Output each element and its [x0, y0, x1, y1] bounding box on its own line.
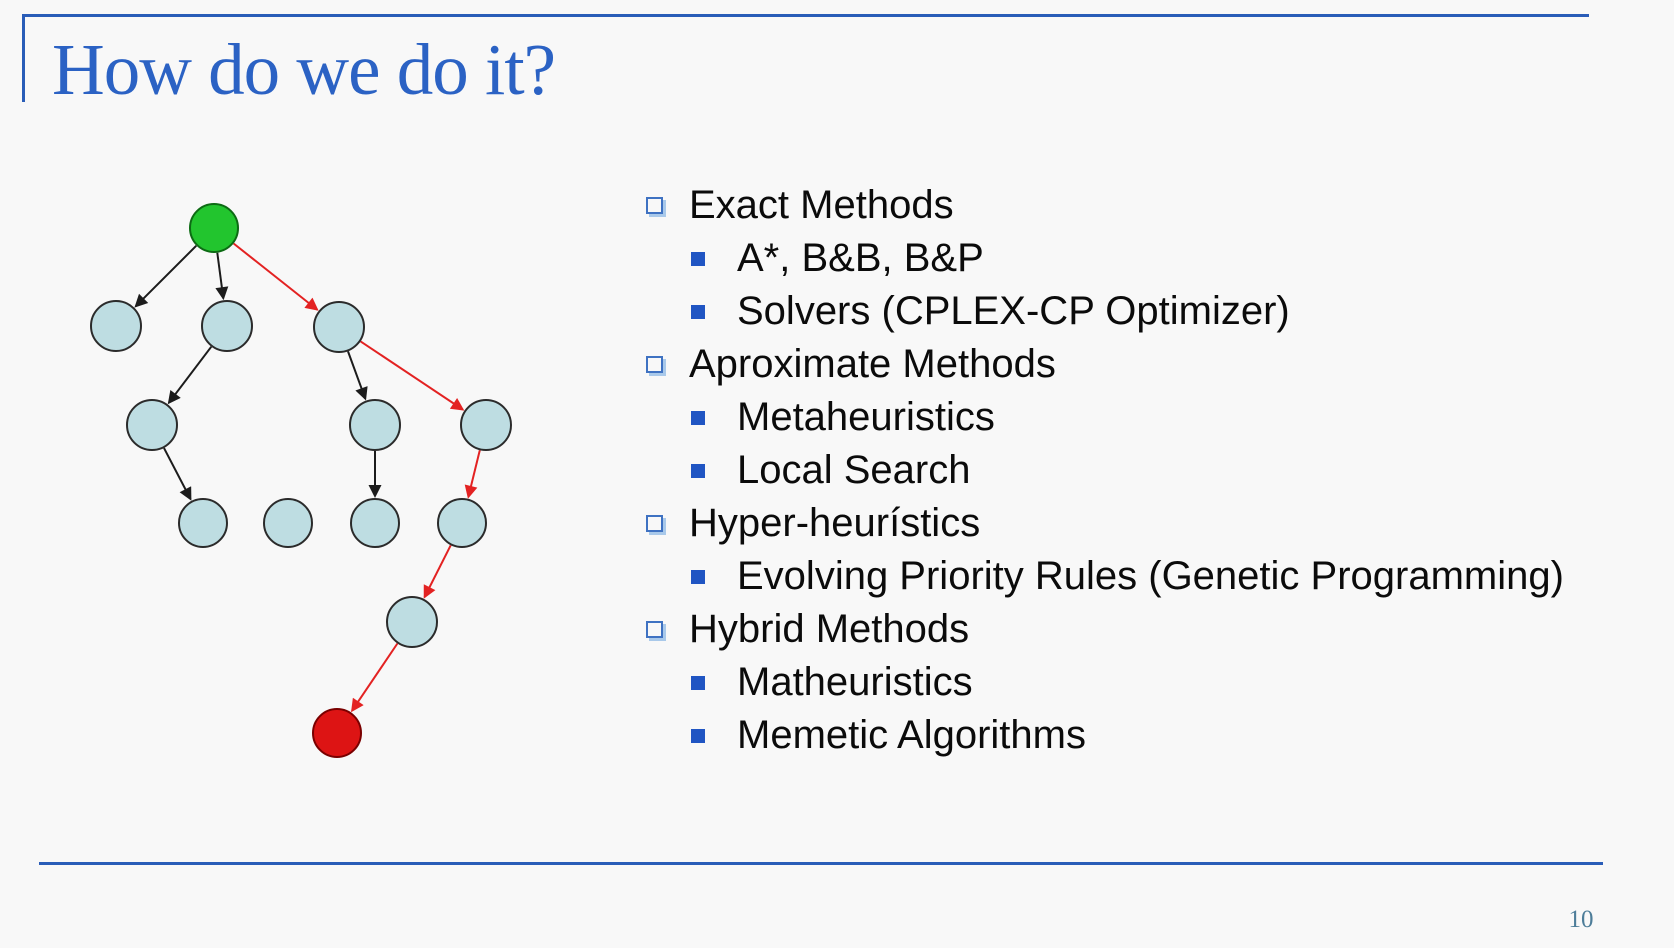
list-item-sub: A*, B&B, B&P	[640, 232, 1670, 285]
hollow-square-bullet-icon	[646, 197, 663, 214]
tree-node-open	[386, 596, 438, 648]
square-bullet-icon	[691, 251, 705, 266]
tree-edge-black	[163, 447, 192, 501]
list-item-label: Solvers (CPLEX-CP Optimizer)	[737, 289, 1290, 333]
list-item-label: Metaheuristics	[737, 395, 995, 439]
tree-node-open	[201, 300, 253, 352]
title-left-rule	[22, 14, 25, 102]
list-item-main: Hyper-heurístics	[640, 497, 1670, 550]
list-item-label: Memetic Algorithms	[737, 713, 1086, 757]
tree-node-start	[189, 203, 239, 253]
square-bullet-icon	[691, 569, 705, 584]
list-item-label: Exact Methods	[689, 183, 954, 227]
square-bullet-icon	[691, 463, 705, 478]
tree-node-open	[263, 498, 313, 548]
tree-edge-red	[464, 450, 481, 499]
list-item-label: Evolving Priority Rules (Genetic Program…	[737, 554, 1564, 598]
list-item-main: Hybrid Methods	[640, 603, 1670, 656]
list-item-main: Aproximate Methods	[640, 338, 1670, 391]
tree-nodes	[90, 203, 512, 758]
tree-edges	[134, 242, 481, 713]
footer-rule	[39, 862, 1603, 865]
hollow-square-bullet-icon	[646, 356, 663, 373]
tree-node-open	[178, 498, 228, 548]
tree-node-open	[90, 300, 142, 352]
square-bullet-icon	[691, 728, 705, 743]
tree-node-open	[350, 498, 400, 548]
hollow-square-bullet-icon	[646, 515, 663, 532]
tree-node-open	[313, 301, 365, 353]
list-item-label: Aproximate Methods	[689, 342, 1056, 386]
tree-edge-red	[232, 242, 319, 311]
list-item-label: Hybrid Methods	[689, 607, 970, 651]
tree-node-goal	[312, 708, 362, 758]
tree-edge-red	[423, 544, 452, 599]
list-item-sub: Memetic Algorithms	[640, 709, 1670, 762]
page-title: How do we do it?	[52, 29, 556, 110]
title-top-rule	[22, 14, 1589, 17]
square-bullet-icon	[691, 304, 705, 319]
square-bullet-icon	[691, 675, 705, 690]
tree-edge-black	[167, 346, 213, 405]
tree-node-open	[126, 399, 178, 451]
list-item-label: Matheuristics	[737, 660, 973, 704]
page-number: 10	[1568, 906, 1594, 933]
list-item-sub: Evolving Priority Rules (Genetic Program…	[640, 550, 1670, 603]
list-item-sub: Metaheuristics	[640, 391, 1670, 444]
list-item-label: Local Search	[737, 448, 971, 492]
tree-node-open	[349, 399, 401, 451]
list-item-label: Hyper-heurístics	[689, 501, 981, 545]
tree-edge-red	[360, 340, 465, 411]
tree-edge-black	[347, 351, 368, 401]
list-item-main: Exact Methods	[640, 179, 1670, 232]
tree-node-open	[460, 399, 512, 451]
list-item-sub: Matheuristics	[640, 656, 1670, 709]
tree-node-open	[437, 498, 487, 548]
hollow-square-bullet-icon	[646, 621, 663, 638]
list-item-sub: Local Search	[640, 444, 1670, 497]
square-bullet-icon	[691, 410, 705, 425]
tree-edge-black	[215, 252, 229, 301]
search-tree-diagram	[90, 203, 512, 758]
list-item-sub: Solvers (CPLEX-CP Optimizer)	[640, 285, 1670, 338]
list-item-label: A*, B&B, B&P	[737, 236, 984, 280]
tree-edge-red	[351, 642, 399, 713]
tree-edge-black	[134, 244, 198, 308]
